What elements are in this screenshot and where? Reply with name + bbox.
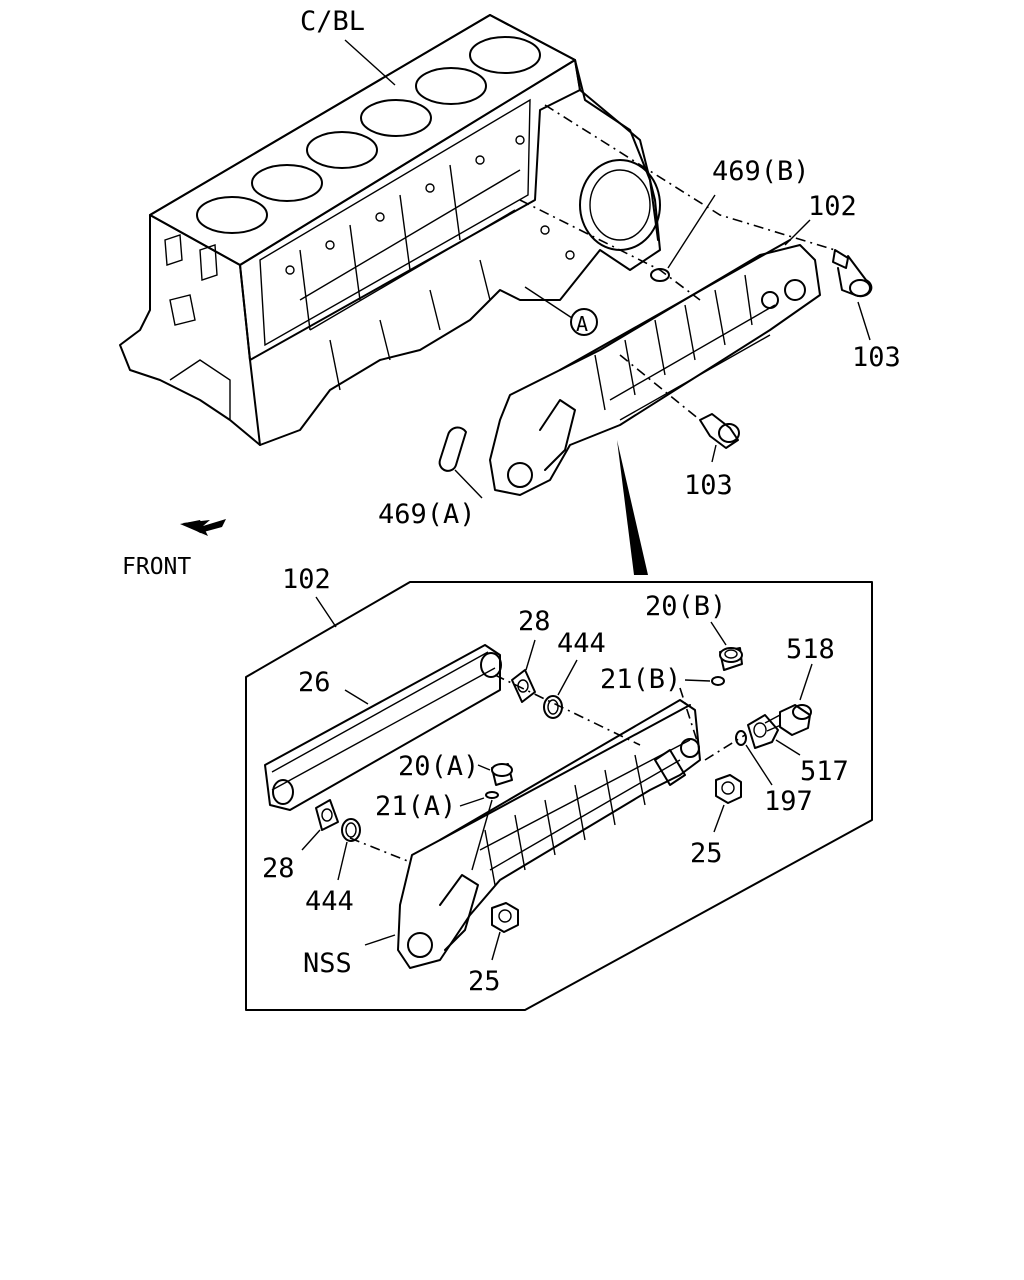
label-28-bottom: 28 (262, 853, 295, 884)
plug-20a (491, 763, 513, 786)
fitting-517 (747, 714, 779, 749)
label-26: 26 (298, 667, 331, 698)
label-25-right: 25 (690, 838, 723, 869)
label-103-middle: 103 (684, 470, 733, 501)
label-102-box: 102 (282, 564, 331, 595)
detail-frame (245, 581, 873, 1011)
plug-20b (719, 647, 743, 671)
label-nss: NSS (303, 948, 352, 979)
gasket-28-top (511, 669, 536, 703)
label-197: 197 (764, 786, 813, 817)
o-ring-444-bottom (341, 818, 361, 842)
label-444-top: 444 (557, 628, 606, 659)
oil-cooler-assembly-top (489, 239, 821, 496)
label-518: 518 (786, 634, 835, 665)
front-arrow-icon (180, 519, 226, 537)
label-20a: 20(A) (398, 751, 479, 782)
label-103-right: 103 (852, 342, 901, 373)
bolt-103-middle (699, 413, 740, 449)
label-25-bottom: 25 (468, 966, 501, 997)
reference-circle-a (570, 308, 598, 336)
bolt-518 (764, 704, 812, 736)
label-469b: 469(B) (712, 156, 810, 187)
label-circle-a: A (576, 312, 588, 336)
label-front: FRONT (122, 554, 191, 580)
cylinder-block (119, 14, 661, 446)
detail-pointer (617, 440, 648, 575)
washer-21b (711, 676, 725, 686)
cooler-element-26 (264, 644, 502, 811)
nut-25-bottom (491, 902, 519, 933)
label-102-top: 102 (808, 191, 857, 222)
label-469a: 469(A) (378, 499, 476, 530)
gasket-469a (438, 426, 467, 472)
gasket-28-bottom (315, 799, 339, 831)
label-21b: 21(B) (600, 664, 681, 695)
washer-197 (735, 730, 747, 746)
washer-21a (485, 791, 499, 799)
gasket-469b (650, 268, 670, 282)
nut-25-right (715, 774, 742, 804)
label-c-bl: C/BL (300, 6, 365, 37)
label-444-bottom: 444 (305, 886, 354, 917)
oil-cooler-body-nss (397, 699, 701, 969)
label-28-top: 28 (518, 606, 551, 637)
label-20b: 20(B) (645, 591, 726, 622)
label-517: 517 (800, 756, 849, 787)
bolt-103-right (832, 249, 873, 298)
label-21a: 21(A) (375, 791, 456, 822)
